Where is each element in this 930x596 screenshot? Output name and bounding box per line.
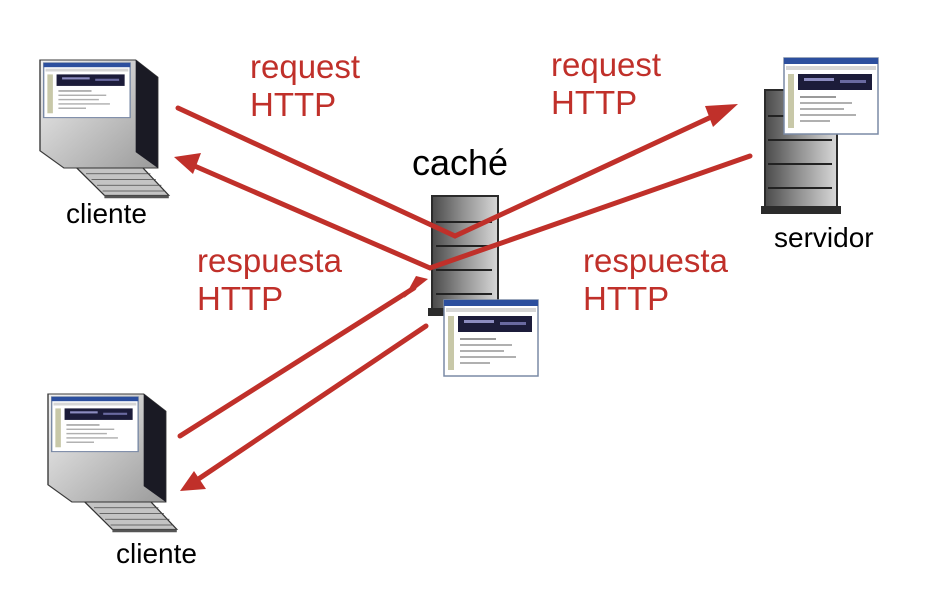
arrowhead-to-client-top bbox=[174, 153, 201, 174]
client-computer-top bbox=[40, 60, 169, 198]
request-arrow-upper bbox=[175, 105, 725, 239]
origin-server bbox=[761, 57, 879, 214]
response-arrow-lower bbox=[191, 323, 429, 485]
request-arrow-lower bbox=[177, 285, 417, 439]
computer-icon bbox=[48, 394, 177, 532]
cache-label: caché bbox=[412, 142, 509, 183]
client-computer-bottom bbox=[48, 394, 177, 532]
response-label-right: respuesta HTTP bbox=[583, 242, 728, 317]
request-label-right: request HTTP bbox=[551, 46, 662, 121]
response-label-left: respuesta HTTP bbox=[197, 242, 342, 317]
client-label-bottom: cliente bbox=[116, 538, 197, 569]
arrowhead-to-cache bbox=[404, 276, 428, 298]
request-label-left: request HTTP bbox=[250, 48, 361, 123]
arrowhead-to-client-bottom bbox=[180, 471, 206, 491]
client-label-top: cliente bbox=[66, 198, 147, 229]
server-label: servidor bbox=[774, 222, 874, 253]
arrowhead-to-server bbox=[705, 104, 738, 127]
response-arrow-upper bbox=[187, 153, 753, 271]
computer-icon bbox=[40, 60, 169, 198]
web-page-icon bbox=[783, 57, 879, 135]
web-page-icon bbox=[443, 299, 539, 377]
